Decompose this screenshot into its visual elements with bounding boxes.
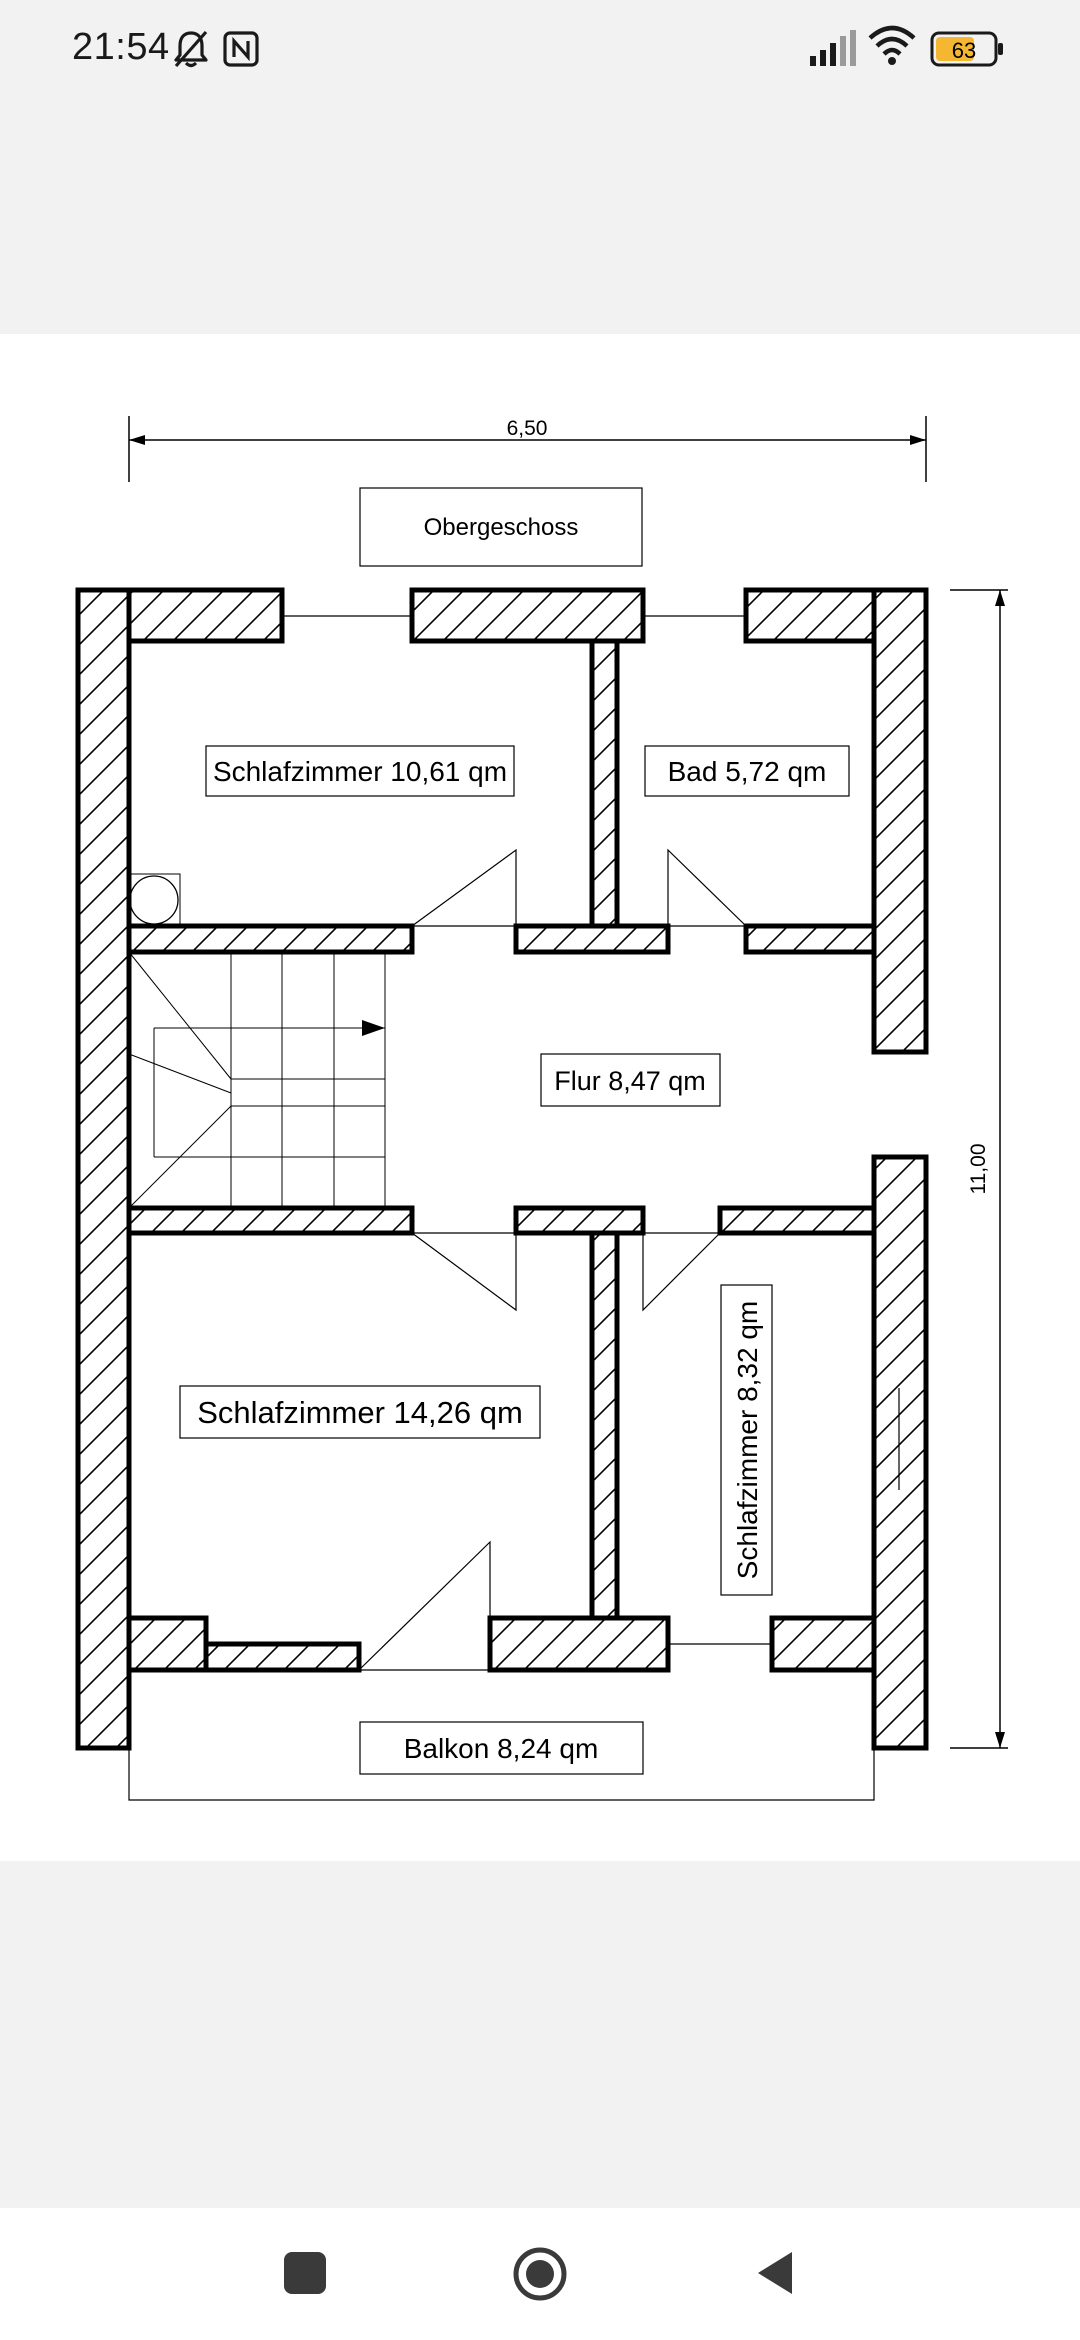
wifi-icon — [868, 25, 916, 65]
battery-icon: 63 — [930, 31, 1003, 67]
stair-direction-arrow — [362, 1020, 385, 1036]
room-label-box — [359, 1721, 644, 1775]
walls — [75, 587, 929, 1751]
balcony-outline — [128, 1748, 875, 1801]
room-label-box — [205, 745, 515, 797]
floor-plan-drawing[interactable]: 6,50 11,00 Obergeschoss — [0, 334, 1080, 1861]
height-dimension-line — [950, 589, 1008, 1749]
room-label-schlafzimmer-1: Schlafzimmer 10,61 qm — [213, 756, 507, 787]
room-label-bad: Bad 5,72 qm — [668, 756, 827, 787]
room-label-box — [179, 1385, 541, 1439]
chimney-circle — [129, 875, 179, 925]
nfc-icon — [223, 31, 259, 67]
room-label-flur: Flur 8,47 qm — [554, 1066, 706, 1096]
room-label-schlafzimmer-3: Schlafzimmer 8,32 qm — [732, 1301, 763, 1580]
battery-level-text: 63 — [952, 38, 976, 63]
room-label-box — [540, 1053, 721, 1107]
width-dimension-line — [128, 416, 927, 482]
width-dimension-label: 6,50 — [507, 417, 548, 440]
image-viewer[interactable]: 6,50 11,00 Obergeschoss — [0, 334, 1080, 1861]
room-label-box — [644, 745, 850, 797]
recents-icon — [284, 2252, 326, 2294]
door-swings — [358, 848, 747, 1671]
staircase — [128, 951, 386, 1209]
home-icon — [513, 2247, 567, 2301]
status-time: 21:54 — [72, 26, 170, 68]
bell-muted-icon — [174, 30, 208, 68]
home-button[interactable] — [510, 2244, 570, 2304]
recents-button[interactable] — [280, 2248, 330, 2298]
plan-title: Obergeschoss — [424, 514, 579, 541]
back-icon — [758, 2252, 792, 2294]
signal-icon — [810, 30, 856, 66]
height-dimension-label: 11,00 — [967, 1144, 990, 1195]
navigation-bar — [0, 2208, 1080, 2340]
room-label-box — [720, 1284, 773, 1596]
room-label-balkon: Balkon 8,24 qm — [404, 1733, 599, 1764]
title-box — [359, 487, 643, 567]
status-bar: 21:54 63 — [0, 0, 1080, 100]
back-button[interactable] — [752, 2248, 802, 2298]
room-label-schlafzimmer-2: Schlafzimmer 14,26 qm — [197, 1395, 523, 1430]
